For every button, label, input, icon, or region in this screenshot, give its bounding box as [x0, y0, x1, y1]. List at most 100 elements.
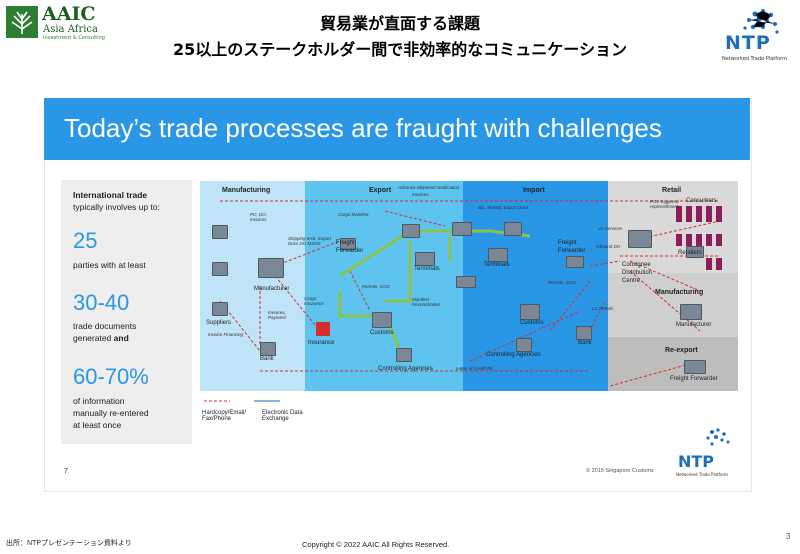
ann-permits-coo-right: Permits, COO [548, 280, 577, 285]
legend-hardcopy: Hardcopy/Email/ Fax/Phone [202, 410, 247, 422]
flow-lines [219, 200, 721, 387]
ann-shipping-instr: Shipping Instr. Export Docs DG MSDS [288, 236, 331, 246]
node-controlling-left: Controlling Agencies [378, 366, 433, 372]
stat-reentry-line2: manually re-entered [73, 408, 149, 418]
ann-invoices: Invoices [412, 192, 429, 197]
node-manufacturer-right: Manufacturer [676, 322, 712, 328]
node-freight-forwarder-right-2: Forwarder [558, 248, 586, 254]
stats-intro: typically involves up to: [73, 202, 160, 212]
customs-right-icon [520, 304, 540, 320]
ntp-small-logo-name: NTP [678, 452, 715, 471]
node-customs-left: Customs [370, 330, 394, 336]
slide-copyright: © 2015 Singapore Customs [586, 468, 654, 474]
stat-documents-line1: trade documents [73, 321, 137, 331]
ntp-small-logo-graphic [706, 428, 730, 446]
ntp-logo-name: NTP [725, 32, 771, 54]
zone-label-export: Export [369, 187, 392, 194]
node-consignee-1: Consignee [622, 262, 651, 268]
stat-reentry-number: 60-70% [73, 364, 149, 389]
zone-retail [608, 181, 738, 273]
ntp-logo-subtitle: Networked Trade Platform [722, 56, 787, 62]
retail-shoppers-icon [706, 258, 726, 270]
ntp-small-logo: NTP Networked Trade Platform [672, 426, 742, 482]
node-customs-right: Customs [520, 320, 544, 326]
truck-icon [456, 276, 476, 288]
ann-permits-coo: Permits, COO [362, 284, 391, 289]
ann-va-services: VA Services [598, 226, 623, 231]
document-icon [212, 225, 228, 239]
ann-adv-shipment: Advance Shipment Notification [398, 185, 460, 190]
ann-letter-of-credit: Letter of Credit B/L [456, 366, 494, 371]
ann-bl-mawb: B/L, MAWB, Export Docs [478, 205, 529, 210]
terminals-right-icon [488, 248, 508, 262]
legend-lines [204, 400, 280, 402]
manufacturer-icon [258, 258, 284, 278]
aaic-logo-tagline: Investment & Consulting [43, 35, 105, 41]
node-consignee-3: Centre [622, 278, 641, 284]
zone-label-retail: Retail [662, 187, 682, 194]
node-consumers: Consumers [686, 198, 717, 204]
consumers-icon [676, 206, 726, 222]
bank-left-icon [260, 342, 276, 356]
controlling-right-icon [516, 338, 532, 352]
ann-manifest-recon: Manifest Reconciliation [412, 297, 441, 307]
ann-invoice-financing: Invoice Financing [208, 332, 244, 337]
plane-right-icon [504, 222, 522, 236]
ann-invoices-payment: Invoices, Payment [268, 310, 286, 320]
freight-forwarder-left-icon [340, 238, 356, 250]
ntp-logo: NTP Networked Trade Platform [715, 6, 797, 66]
stat-reentry-line1: of information [73, 396, 125, 406]
slide-banner-title: Today’s trade processes are fraught with… [64, 113, 662, 143]
stat-documents-number: 30-40 [73, 290, 130, 315]
node-bank-left: Bank [260, 356, 274, 362]
stat-parties-text: parties with at least [73, 260, 146, 270]
node-controlling-right: Controlling Agencies [486, 352, 541, 358]
ann-cargo-manifest: Cargo Manifest [338, 212, 369, 217]
page-subtitle: 25以上のステークホルダー間で非効率的なコミュニケーション [173, 40, 627, 59]
zone-label-reexport: Re-export [665, 347, 698, 354]
stat-parties-number: 25 [73, 228, 98, 253]
slide-page-number: 7 [64, 468, 68, 475]
page-title: 貿易業が直面する課題 [319, 14, 480, 33]
aaic-logo-name: AAIC [42, 3, 96, 25]
node-freight-forwarder-reexport: Freight Forwarder [670, 376, 718, 382]
consumers-row2-icon [676, 234, 726, 246]
freight-forwarder-right-icon [566, 256, 584, 268]
manufacturer-right-icon [680, 304, 702, 320]
ntp-small-logo-subtitle: Networked Trade Platform [676, 472, 728, 477]
ann-cargo-insurance: Cargo Insurance [304, 296, 324, 306]
node-bank-right: Bank [578, 340, 592, 346]
ann-po-do: PO, DO, Invoices [250, 212, 268, 222]
ann-pos-triggered: POS triggered replenishment [650, 199, 679, 209]
node-insurance: Insurance [308, 340, 335, 346]
zone-manufacturing [200, 181, 305, 391]
stats-intro-bold: International trade [73, 190, 148, 200]
insurance-icon [316, 322, 330, 336]
zone-manufacturing-right [608, 273, 738, 337]
ann-lc-remits: LC Remits [592, 306, 614, 311]
node-freight-forwarder-right-1: Freight [558, 240, 577, 246]
node-manufacturer: Manufacturer [254, 286, 290, 292]
controlling-left-icon [396, 348, 412, 362]
terminals-left-icon [415, 252, 435, 266]
legend-edi: Electronic Data Exchange [262, 410, 303, 422]
bank-right-icon [576, 326, 592, 340]
aaic-logo-mark [6, 6, 38, 38]
stat-reentry-line3: at least once [73, 420, 122, 430]
node-retailers: Retailers [678, 250, 702, 256]
node-consignee-2: Distribution [622, 270, 653, 276]
node-terminals-left: Terminals [414, 266, 440, 272]
source-note: 出所：NTPプレゼンテーション資料より [6, 540, 132, 547]
ntp-logo-graphic [743, 9, 779, 34]
node-suppliers: Suppliers [206, 320, 232, 326]
slide-banner [44, 98, 750, 160]
page-number: 3 [786, 532, 791, 541]
stat-documents-line2: generated and [73, 333, 129, 343]
node-freight-forwarder-left-2: Forwarder [336, 248, 364, 254]
factory-icon [212, 262, 228, 276]
aaic-logo-subtitle: Asia Africa [43, 24, 98, 35]
zone-reexport [608, 337, 738, 391]
footer-copyright: Copyright © 2022 AAIC All Rights Reserve… [302, 540, 450, 549]
ship-icon [402, 224, 420, 238]
stats-panel [61, 180, 192, 444]
